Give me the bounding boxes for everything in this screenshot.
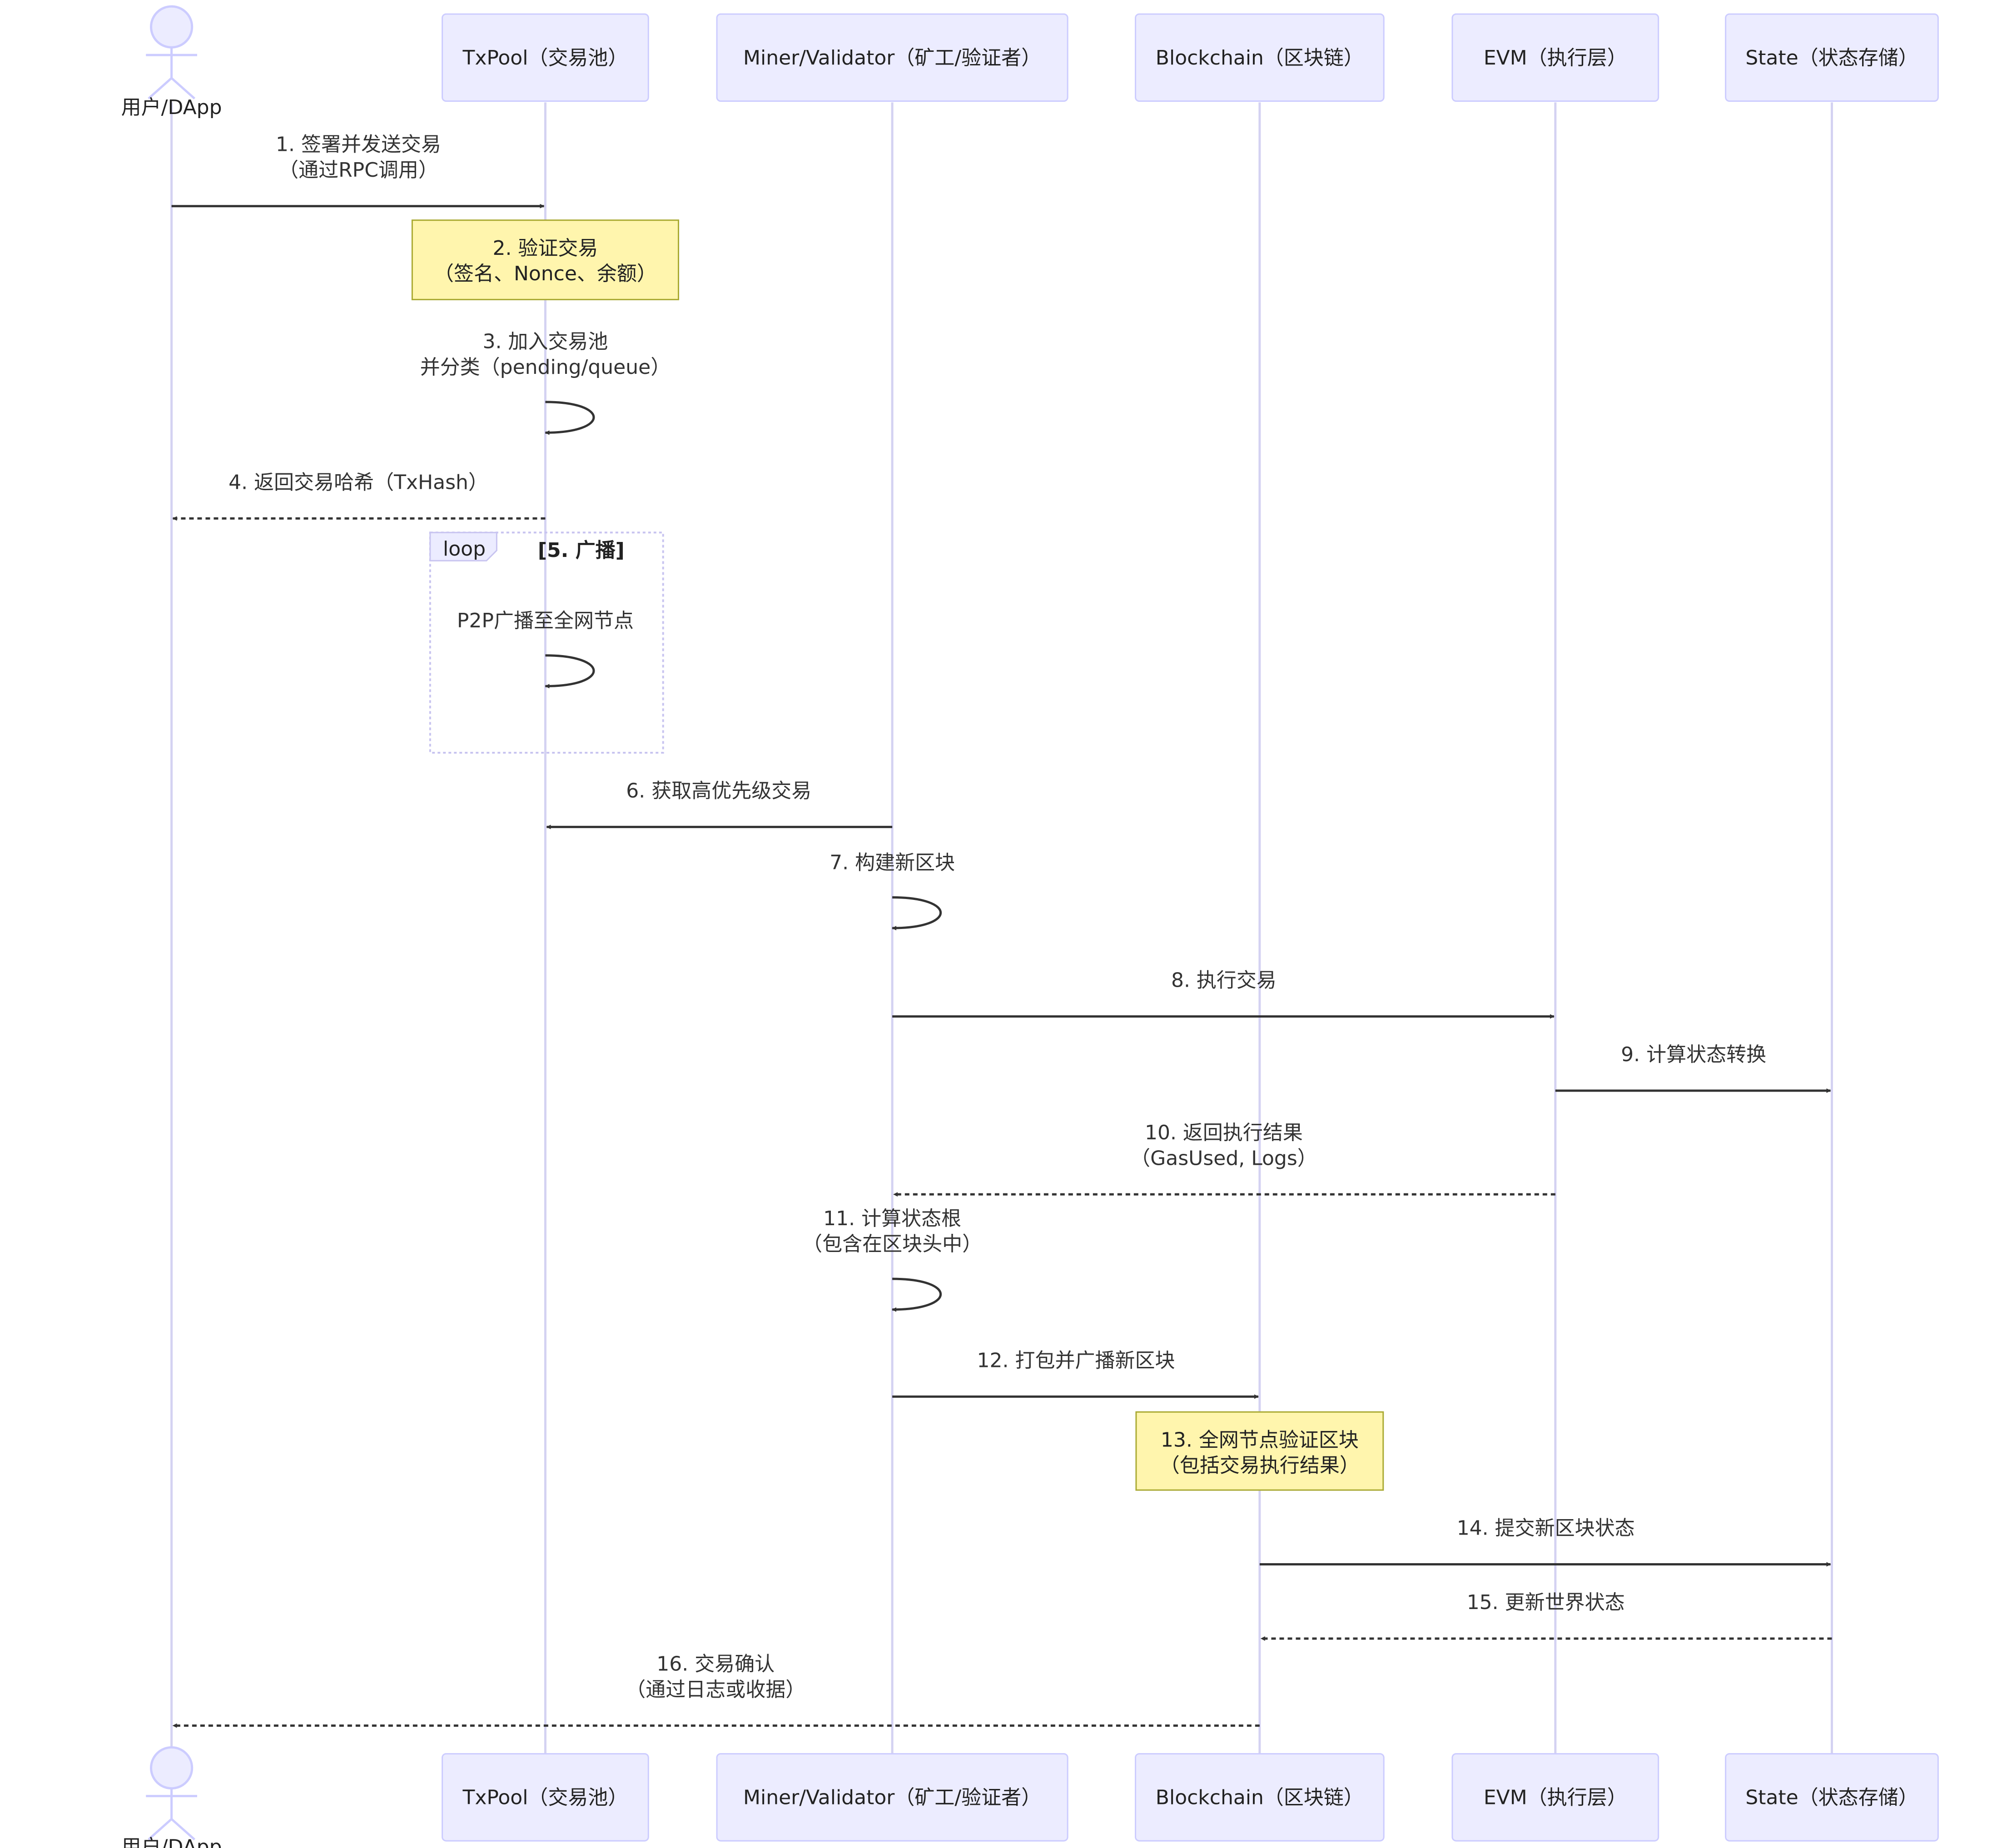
participant-evm-top: EVM（执行层）	[1451, 13, 1659, 102]
message-label: 15. 更新世界状态	[1467, 1591, 1625, 1614]
participant-box	[1725, 1753, 1939, 1842]
message-14: 16. 交易确认 （通过日志或收据）	[172, 1652, 1260, 1728]
participant-box	[716, 1753, 1068, 1842]
message-label: 7. 构建新区块	[830, 851, 955, 874]
loop-border	[429, 532, 664, 754]
note-box	[411, 219, 680, 300]
note-text: 2. 验证交易	[492, 237, 598, 260]
note-1: 2. 验证交易（签名、Nonce、余额）	[411, 219, 680, 300]
message-11: 12. 打包并广播新区块	[892, 1349, 1259, 1399]
participant-label: State（状态存储）	[1745, 46, 1918, 70]
participant-box	[1725, 13, 1939, 102]
message-label: 9. 计算状态转换	[1621, 1043, 1766, 1066]
loop-frame: loop [5. 广播]	[429, 532, 664, 754]
participant-label: Miner/Validator（矿工/验证者）	[743, 1786, 1041, 1809]
loop-condition: [5. 广播]	[538, 539, 625, 562]
note-2: 13. 全网节点验证区块 （包括交易执行结果）	[1135, 1411, 1384, 1491]
self-message-arrow	[892, 1277, 942, 1312]
message-4: P2P广播至全网节点	[457, 609, 634, 689]
participant-evm-bottom: EVM（执行层）	[1451, 1753, 1659, 1842]
self-message-arrow	[545, 654, 595, 689]
message-label: （GasUsed, Logs）	[1130, 1147, 1317, 1170]
actor-bottom: 用户/DApp	[121, 1746, 222, 1848]
participant-label: EVM（执行层）	[1484, 46, 1627, 70]
participant-box	[442, 13, 649, 102]
message-label: 6. 获取高优先级交易	[626, 780, 811, 803]
message-9: 10. 返回执行结果 （GasUsed, Logs）	[893, 1121, 1555, 1197]
message-label: 3. 加入交易池	[482, 330, 608, 353]
loop-label: loop	[443, 537, 486, 561]
message-label: P2P广播至全网节点	[457, 609, 634, 632]
participant-box	[1451, 1753, 1659, 1842]
message-12: 14. 提交新区块状态	[1259, 1517, 1831, 1567]
message-10: 11. 计算状态根（包含在区块头中）	[802, 1207, 982, 1312]
participant-label: State（状态存储）	[1745, 1786, 1918, 1809]
participant-blockchain-top: Blockchain（区块链）	[1135, 13, 1385, 102]
actor-leg-icon	[148, 77, 173, 99]
participant-box	[1135, 13, 1385, 102]
actor-leg-icon	[148, 1818, 173, 1841]
message-label: 8. 执行交易	[1171, 969, 1277, 992]
participant-label: Blockchain（区块链）	[1156, 46, 1364, 70]
message-7: 8. 执行交易	[892, 969, 1555, 1019]
actor-head-icon	[150, 5, 194, 49]
participant-txpool-bottom: TxPool（交易池）	[442, 1753, 649, 1842]
message-6: 7. 构建新区块	[830, 851, 955, 931]
participant-state-bottom: State（状态存储）	[1725, 1753, 1939, 1842]
message-8: 9. 计算状态转换	[1555, 1043, 1831, 1093]
message-label: 16. 交易确认	[656, 1652, 775, 1675]
actor-top: 用户/DApp	[121, 5, 222, 119]
message-label: 11. 计算状态根	[823, 1207, 961, 1230]
message-5: 6. 获取高优先级交易	[546, 780, 893, 830]
message-3: 4. 返回交易哈希（TxHash）	[172, 471, 546, 521]
message-1: 1. 签署并发送交易 （通过RPC调用）	[171, 133, 545, 209]
participant-state-top: State（状态存储）	[1725, 13, 1939, 102]
message-13: 15. 更新世界状态	[1260, 1591, 1832, 1641]
actor-label: 用户/DApp	[121, 96, 222, 119]
participant-blockchain-bottom: Blockchain（区块链）	[1135, 1753, 1385, 1842]
self-message-arrow	[545, 401, 595, 435]
note-text: 13. 全网节点验证区块	[1161, 1428, 1359, 1451]
participant-miner-validator-bottom: Miner/Validator（矿工/验证者）	[716, 1753, 1068, 1842]
actor-leg-icon	[170, 1818, 195, 1841]
participant-label: TxPool（交易池）	[462, 46, 628, 70]
participant-label: EVM（执行层）	[1484, 1786, 1627, 1809]
participant-box	[716, 13, 1068, 102]
message-label: （通过日志或收据）	[626, 1678, 805, 1701]
actor-label: 用户/DApp	[121, 1835, 222, 1848]
actor-leg-icon	[170, 77, 195, 99]
participant-miner-validator-top: Miner/Validator（矿工/验证者）	[716, 13, 1068, 102]
message-label: （包含在区块头中）	[802, 1232, 982, 1256]
note-text: （签名、Nonce、余额）	[434, 262, 657, 285]
message-label: 10. 返回执行结果	[1145, 1121, 1303, 1144]
loop-tab	[429, 532, 497, 561]
participant-box	[1135, 1753, 1385, 1842]
participant-box	[442, 1753, 649, 1842]
participant-label: TxPool（交易池）	[462, 1786, 628, 1809]
message-label: 12. 打包并广播新区块	[977, 1349, 1175, 1372]
participant-label: Miner/Validator（矿工/验证者）	[743, 46, 1041, 70]
participant-txpool-top: TxPool（交易池）	[442, 13, 649, 102]
note-text: （包括交易执行结果）	[1160, 1454, 1360, 1477]
message-label: 14. 提交新区块状态	[1457, 1517, 1635, 1540]
participant-label: Blockchain（区块链）	[1156, 1786, 1364, 1809]
participant-box	[1451, 13, 1659, 102]
message-label: （通过RPC调用）	[278, 159, 438, 182]
self-message-arrow	[892, 896, 942, 931]
message-label: 并分类（pending/queue）	[420, 356, 671, 379]
message-label: 1. 签署并发送交易	[276, 133, 441, 156]
note-box	[1135, 1411, 1384, 1491]
message-label: 4. 返回交易哈希（TxHash）	[229, 471, 488, 494]
actor-head-icon	[150, 1746, 194, 1790]
